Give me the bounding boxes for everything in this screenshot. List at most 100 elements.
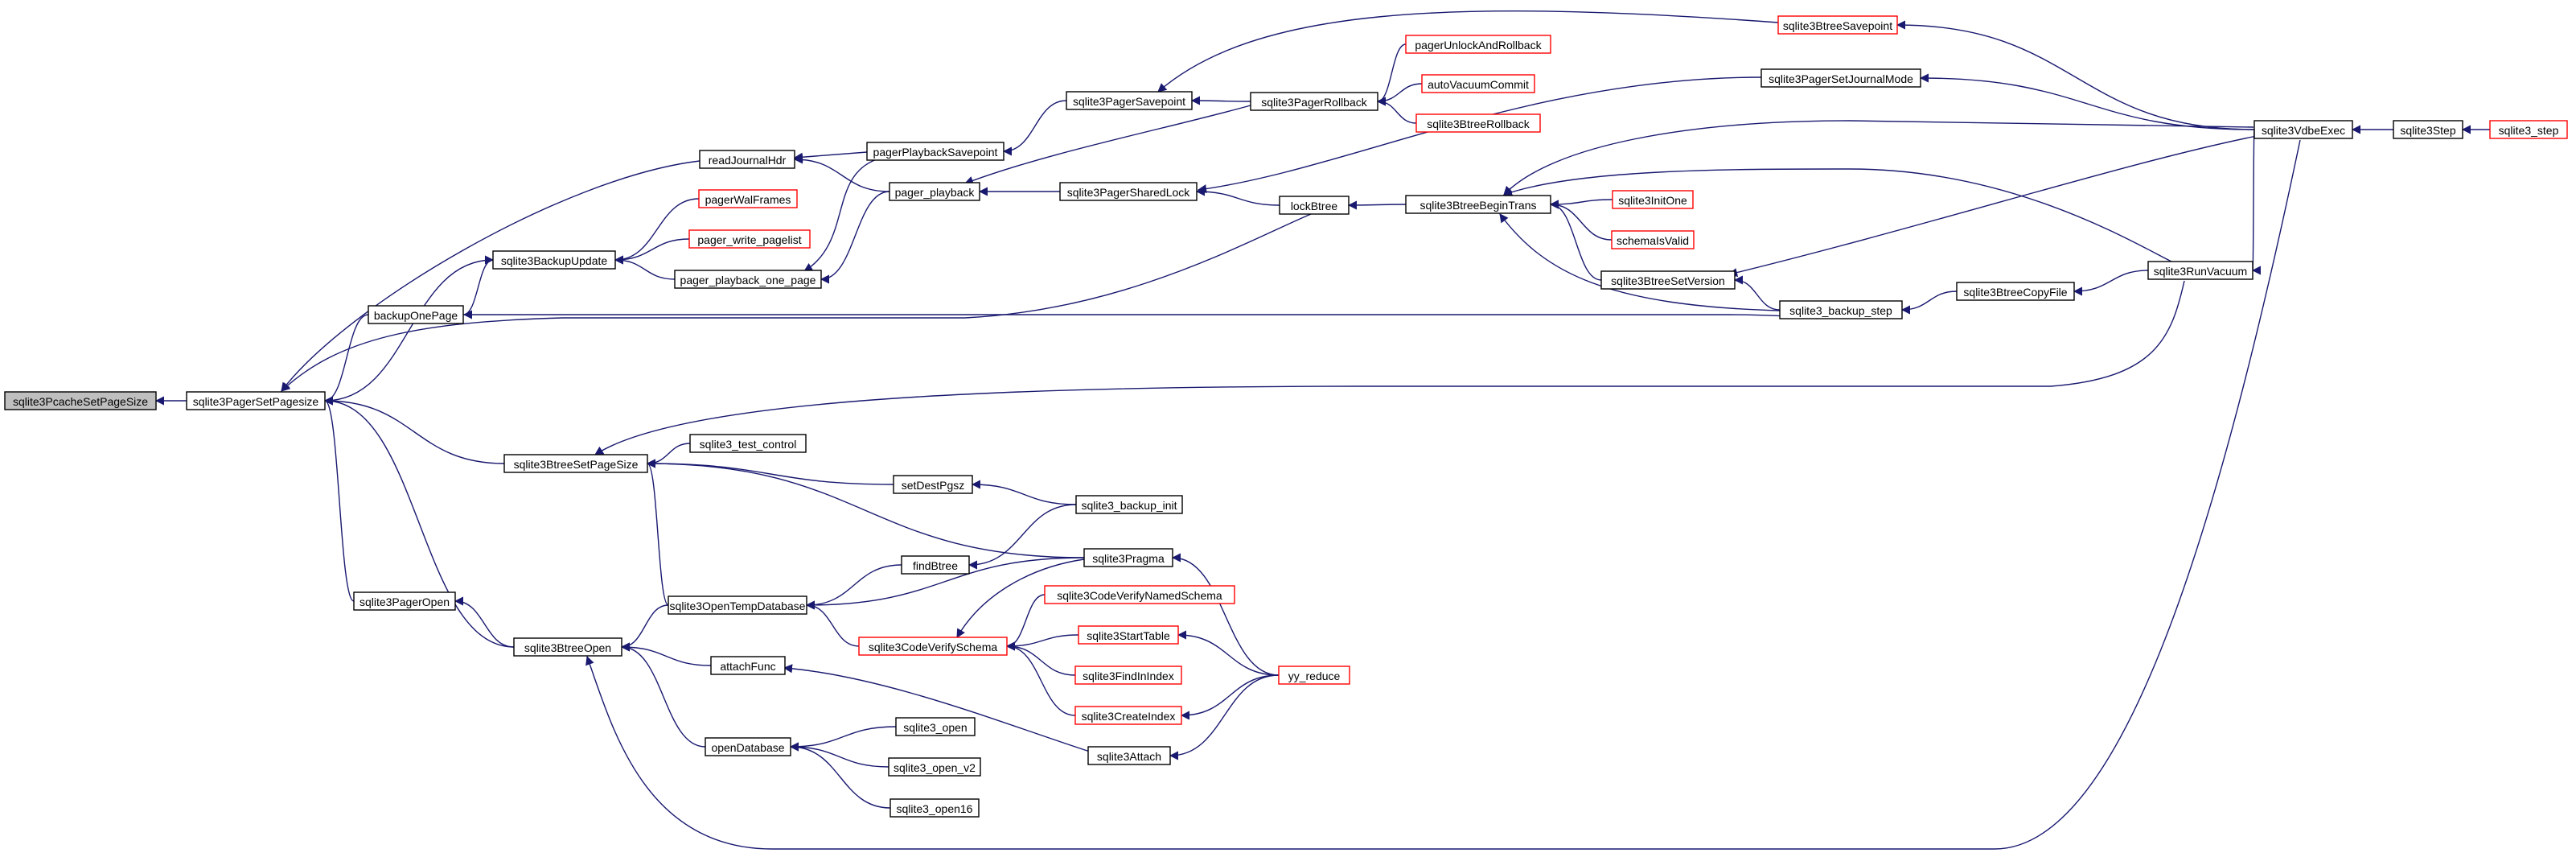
- node-createindex[interactable]: sqlite3CreateIndex: [1074, 706, 1182, 725]
- node-lockbtree[interactable]: lockBtree: [1279, 196, 1350, 215]
- node-attachfunc[interactable]: attachFunc: [710, 656, 786, 675]
- node-pagerpb[interactable]: pager_playback: [889, 182, 980, 201]
- node-box[interactable]: [1078, 625, 1179, 645]
- node-pcache[interactable]: sqlite3PcacheSetPageSize: [4, 391, 157, 410]
- node-backupinit[interactable]: sqlite3_backup_init: [1075, 495, 1183, 514]
- node-pagerrollback[interactable]: sqlite3PagerRollback: [1250, 92, 1378, 111]
- node-box[interactable]: [895, 717, 976, 736]
- node-box[interactable]: [1956, 282, 2075, 301]
- node-sqlite3step[interactable]: sqlite3_step: [2489, 120, 2568, 139]
- node-box[interactable]: [1405, 195, 1551, 214]
- node-box[interactable]: [1279, 196, 1350, 215]
- node-box[interactable]: [1074, 706, 1182, 725]
- node-codeverifynamed[interactable]: sqlite3CodeVerifyNamedSchema: [1044, 585, 1235, 604]
- node-box[interactable]: [858, 637, 1008, 656]
- node-box[interactable]: [1777, 15, 1898, 35]
- node-attach[interactable]: sqlite3Attach: [1087, 746, 1171, 765]
- node-btreesavepoint[interactable]: sqlite3BtreeSavepoint: [1777, 15, 1898, 35]
- node-backuponepage[interactable]: backupOnePage: [368, 305, 464, 324]
- node-box[interactable]: [710, 656, 786, 675]
- node-box[interactable]: [186, 391, 326, 410]
- node-box[interactable]: [2489, 120, 2568, 139]
- node-box[interactable]: [674, 270, 822, 289]
- node-box[interactable]: [1600, 270, 1736, 290]
- node-pagersetjm[interactable]: sqlite3PagerSetJournalMode: [1760, 68, 1921, 88]
- node-box[interactable]: [2147, 261, 2253, 280]
- node-box[interactable]: [893, 475, 973, 494]
- node-sqlite3open16[interactable]: sqlite3_open16: [889, 798, 980, 818]
- node-findinindex[interactable]: sqlite3FindInIndex: [1074, 666, 1182, 685]
- node-pragma[interactable]: sqlite3Pragma: [1083, 548, 1173, 567]
- node-box[interactable]: [901, 555, 970, 575]
- node-pagerpbsp[interactable]: pagerPlaybackSavepoint: [866, 142, 1005, 161]
- node-box[interactable]: [1421, 74, 1535, 93]
- node-step[interactable]: sqlite3Step: [2393, 120, 2463, 139]
- node-box[interactable]: [1059, 182, 1198, 201]
- node-box[interactable]: [2253, 120, 2353, 139]
- node-box[interactable]: [1250, 92, 1378, 111]
- node-yyreduce[interactable]: yy_reduce: [1278, 666, 1350, 685]
- node-box[interactable]: [668, 595, 807, 615]
- node-box[interactable]: [705, 737, 791, 756]
- node-runvacuum[interactable]: sqlite3RunVacuum: [2147, 261, 2253, 280]
- node-btreesetps[interactable]: sqlite3BtreeSetPageSize: [503, 454, 648, 473]
- node-backupupd[interactable]: sqlite3BackupUpdate: [492, 250, 616, 270]
- node-box[interactable]: [1612, 190, 1694, 209]
- node-starttable[interactable]: sqlite3StartTable: [1078, 625, 1179, 645]
- node-box[interactable]: [1779, 300, 1903, 319]
- node-box[interactable]: [492, 250, 616, 270]
- node-box[interactable]: [1087, 746, 1171, 765]
- node-box[interactable]: [513, 637, 622, 657]
- node-pagersavepoint[interactable]: sqlite3PagerSavepoint: [1066, 91, 1193, 110]
- node-btreerollback[interactable]: sqlite3BtreeRollback: [1415, 113, 1541, 133]
- node-box[interactable]: [1405, 35, 1551, 54]
- node-box[interactable]: [368, 305, 464, 324]
- node-opendatabase[interactable]: openDatabase: [705, 737, 791, 756]
- node-box[interactable]: [2393, 120, 2463, 139]
- node-box[interactable]: [889, 798, 980, 818]
- node-box[interactable]: [1611, 230, 1695, 249]
- node-setdestpgsz[interactable]: setDestPgsz: [893, 475, 973, 494]
- node-pagersetps[interactable]: sqlite3PagerSetPagesize: [186, 391, 326, 410]
- node-initone[interactable]: sqlite3InitOne: [1612, 190, 1694, 209]
- node-pageropen[interactable]: sqlite3PagerOpen: [353, 591, 456, 611]
- node-box[interactable]: [1760, 68, 1921, 88]
- node-pagerpbonepage[interactable]: pager_playback_one_page: [674, 270, 822, 289]
- node-testcontrol[interactable]: sqlite3_test_control: [689, 434, 807, 453]
- node-box[interactable]: [4, 391, 157, 410]
- node-btreecopyfile[interactable]: sqlite3BtreeCopyFile: [1956, 282, 2075, 301]
- node-box[interactable]: [1278, 666, 1350, 685]
- node-box[interactable]: [688, 229, 811, 249]
- node-schemasvalid[interactable]: schemaIsValid: [1611, 230, 1695, 249]
- node-pagerunlock[interactable]: pagerUnlockAndRollback: [1405, 35, 1551, 54]
- node-pagerwritepl[interactable]: pager_write_pagelist: [688, 229, 811, 249]
- node-btreebegintrans[interactable]: sqlite3BtreeBeginTrans: [1405, 195, 1551, 214]
- node-box[interactable]: [689, 434, 807, 453]
- node-box[interactable]: [888, 757, 981, 777]
- node-box[interactable]: [1075, 495, 1183, 514]
- node-box[interactable]: [353, 591, 456, 611]
- node-pagerwalframes[interactable]: pagerWalFrames: [698, 189, 798, 208]
- node-sqlite3openv2[interactable]: sqlite3_open_v2: [888, 757, 981, 777]
- node-pagersharedlock[interactable]: sqlite3PagerSharedLock: [1059, 182, 1198, 201]
- node-box[interactable]: [699, 150, 795, 169]
- node-box[interactable]: [1066, 91, 1193, 110]
- node-box[interactable]: [866, 142, 1005, 161]
- node-box[interactable]: [503, 454, 648, 473]
- node-backupstep[interactable]: sqlite3_backup_step: [1779, 300, 1903, 319]
- node-box[interactable]: [1074, 666, 1182, 685]
- node-autovacuum[interactable]: autoVacuumCommit: [1421, 74, 1535, 93]
- node-btreesetversion[interactable]: sqlite3BtreeSetVersion: [1600, 270, 1736, 290]
- node-box[interactable]: [1083, 548, 1173, 567]
- node-opentempdb[interactable]: sqlite3OpenTempDatabase: [668, 595, 807, 615]
- node-box[interactable]: [698, 189, 798, 208]
- node-box[interactable]: [1415, 113, 1541, 133]
- node-readjh[interactable]: readJournalHdr: [699, 150, 795, 169]
- node-codeverify[interactable]: sqlite3CodeVerifySchema: [858, 637, 1008, 656]
- node-vdbeexec[interactable]: sqlite3VdbeExec: [2253, 120, 2353, 139]
- node-box[interactable]: [1044, 585, 1235, 604]
- node-findbtree[interactable]: findBtree: [901, 555, 970, 575]
- node-sqlite3open[interactable]: sqlite3_open: [895, 717, 976, 736]
- node-box[interactable]: [889, 182, 980, 201]
- node-btreeopen[interactable]: sqlite3BtreeOpen: [513, 637, 622, 657]
